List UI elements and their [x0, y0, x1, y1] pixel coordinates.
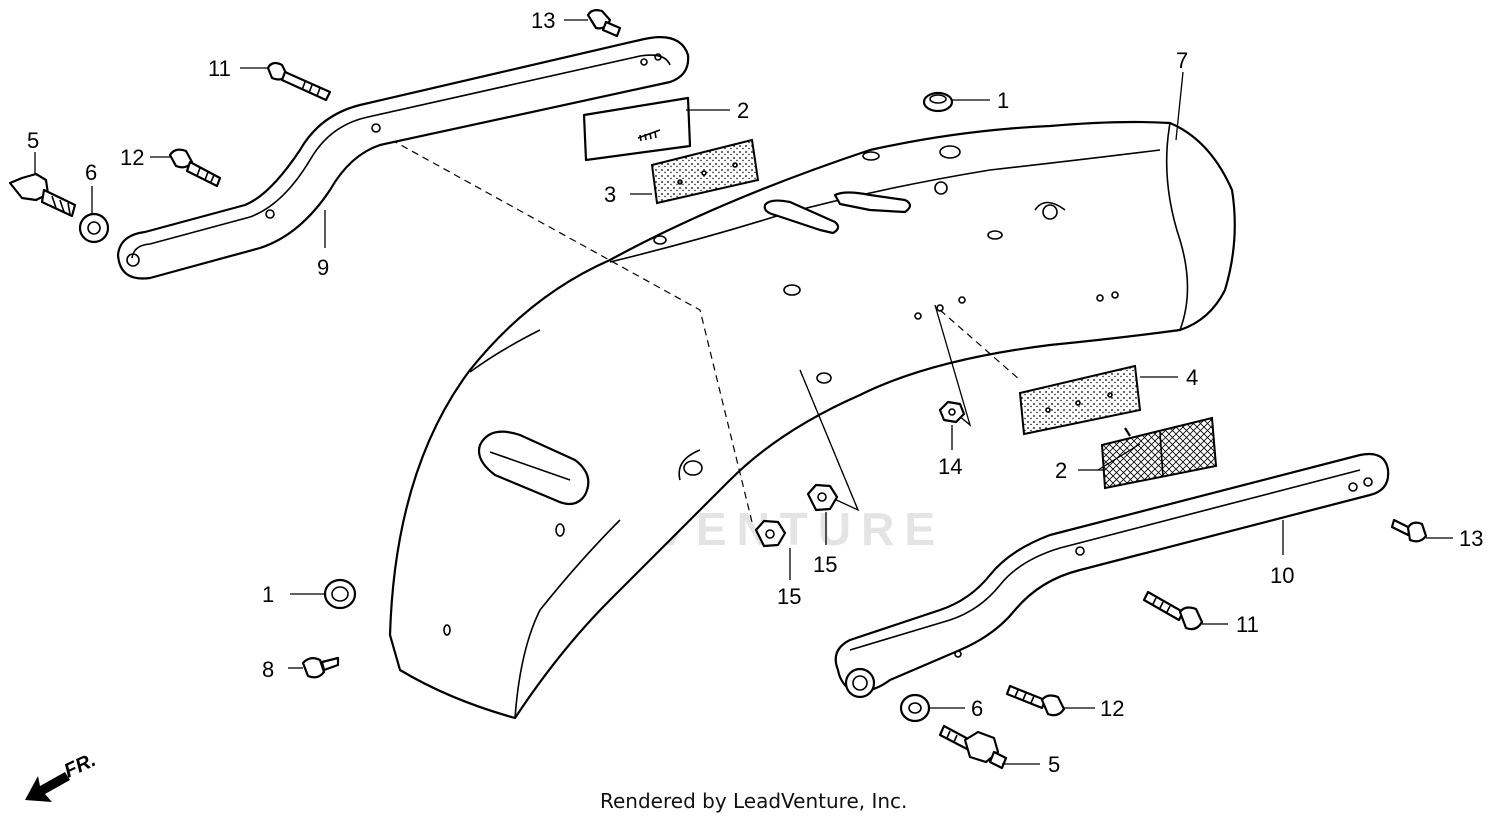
callout-6-right: 6	[971, 696, 983, 721]
right-stay	[834, 452, 1390, 699]
rear-fender	[388, 120, 1236, 720]
nut-15-a	[754, 519, 787, 548]
callout-2-top: 2	[737, 98, 749, 123]
callout-12-left: 12	[120, 145, 144, 170]
callout-11-left: 11	[208, 56, 231, 81]
callout-10: 10	[1270, 563, 1294, 588]
callout-3: 3	[604, 182, 616, 207]
callout-6-left: 6	[85, 160, 97, 185]
bolt-5-left	[8, 172, 77, 218]
reflector-plate-3	[650, 138, 760, 205]
assembly-line-c	[939, 309, 1021, 381]
reflector-bottom	[1100, 416, 1218, 490]
callout-8: 8	[262, 657, 274, 682]
callout-2-bottom: 2	[1055, 458, 1067, 483]
bolt-13-right	[1390, 518, 1428, 543]
reflector-plate-4	[1018, 364, 1142, 436]
nut-14	[938, 400, 966, 424]
callout-4: 4	[1186, 365, 1198, 390]
callout-15-a: 15	[777, 584, 801, 609]
bolt-12-left	[168, 148, 222, 188]
callout-15-b: 15	[813, 552, 837, 577]
screw-8	[301, 656, 340, 679]
callout-7: 7	[1176, 48, 1188, 73]
callout-5-right: 5	[1048, 752, 1060, 777]
callout-11-right: 11	[1236, 612, 1259, 637]
front-direction-arrow: FR.	[25, 749, 99, 802]
render-credit: Rendered by LeadVenture, Inc.	[600, 789, 907, 813]
callout-1-left: 1	[262, 582, 274, 607]
callout-5-left: 5	[27, 128, 39, 153]
spacer-6-left	[78, 212, 110, 244]
callout-13-left: 13	[531, 8, 555, 33]
bolt-13-left	[586, 9, 622, 38]
grommet-1-top	[922, 91, 954, 113]
callout-9: 9	[317, 255, 329, 280]
assembly-line-a	[369, 127, 753, 523]
callout-13-right: 13	[1459, 526, 1483, 551]
bolt-11-right	[1142, 590, 1204, 631]
callout-12-right: 12	[1100, 696, 1124, 721]
grommet-1-left	[323, 578, 357, 610]
bolt-11-left	[266, 61, 332, 102]
reflector-top	[582, 96, 692, 162]
bolt-5-right	[938, 724, 1008, 770]
callout-1-top: 1	[997, 88, 1009, 113]
nut-15-b	[806, 483, 839, 512]
left-stay	[116, 36, 690, 280]
bolt-12-right	[1005, 684, 1066, 717]
callout-14: 14	[938, 454, 962, 479]
spacer-6-right	[899, 693, 931, 723]
